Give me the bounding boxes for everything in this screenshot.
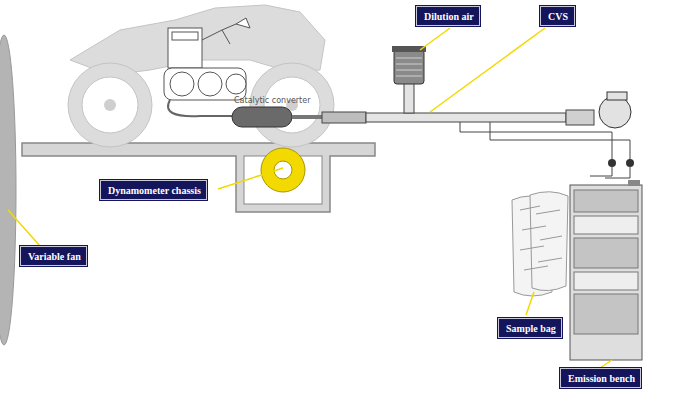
engine: [164, 18, 250, 100]
fan: [0, 35, 16, 345]
label-box: Dynamometer chassis: [100, 180, 207, 200]
blower-outlet: [607, 92, 627, 100]
leader-lines: [8, 28, 612, 368]
venturi: [566, 110, 594, 125]
tee: [322, 112, 366, 123]
sample-pump: [608, 159, 616, 167]
label-text: Dilution air: [424, 11, 472, 23]
rear-wheel: [82, 77, 138, 133]
label-text: Emission bench: [568, 373, 633, 385]
label-box: Variable fan: [20, 246, 87, 266]
filter-grille: [396, 58, 422, 76]
emission-bench: [570, 180, 642, 360]
dilution-filter: [394, 50, 424, 84]
floor: [22, 143, 375, 212]
blower: [599, 96, 631, 128]
label-box: Emission bench: [560, 368, 641, 388]
label-text: Sample bag: [506, 323, 554, 335]
motorcycle: [68, 5, 334, 147]
sample-bags: [512, 192, 568, 296]
roller: [261, 148, 305, 192]
bag-lines: [590, 167, 630, 178]
label-text: Dynamometer chassis: [108, 185, 199, 197]
dilution-pipe: [404, 82, 414, 113]
tailpipe: [292, 115, 322, 119]
exhaust-pipe: [168, 100, 232, 116]
label-text: Variable fan: [28, 251, 79, 263]
part-label: Catalytic converter: [234, 96, 310, 105]
label-box: Sample bag: [498, 318, 562, 338]
catalytic-converter: [232, 107, 292, 127]
sample-lines: [460, 122, 630, 160]
label-box: CVS: [540, 6, 575, 26]
cvs-tunnel: [366, 113, 566, 122]
label-text: CVS: [548, 11, 567, 23]
rear-hub: [104, 99, 116, 111]
sample-pump: [626, 159, 634, 167]
label-box: Dilution air: [416, 6, 480, 26]
